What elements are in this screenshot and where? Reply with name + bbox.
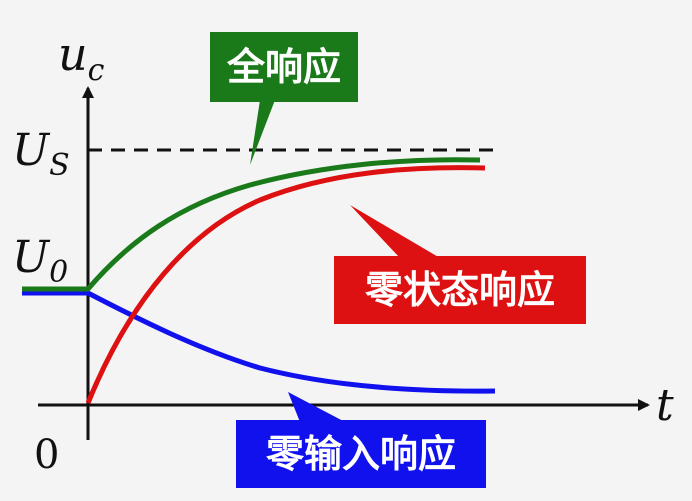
callout-zero-input-label: 零输入响应 — [266, 432, 456, 476]
origin-label: 0 — [34, 432, 59, 478]
full-response-curve — [22, 157, 481, 292]
callout-full-label: 全响应 — [226, 45, 341, 89]
callout-zero-state: 零状态响应 — [334, 205, 586, 324]
y-axis-label: uc — [58, 27, 105, 88]
us-label: US — [12, 125, 70, 183]
zero-state-curve — [85, 165, 486, 404]
callout-zero-input: 零输入响应 — [236, 392, 486, 488]
x-axis-label: t — [656, 380, 674, 431]
u0-label: U0 — [12, 232, 68, 290]
callout-full-response: 全响应 — [210, 32, 358, 165]
callout-zero-state-label: 零状态响应 — [365, 268, 555, 312]
